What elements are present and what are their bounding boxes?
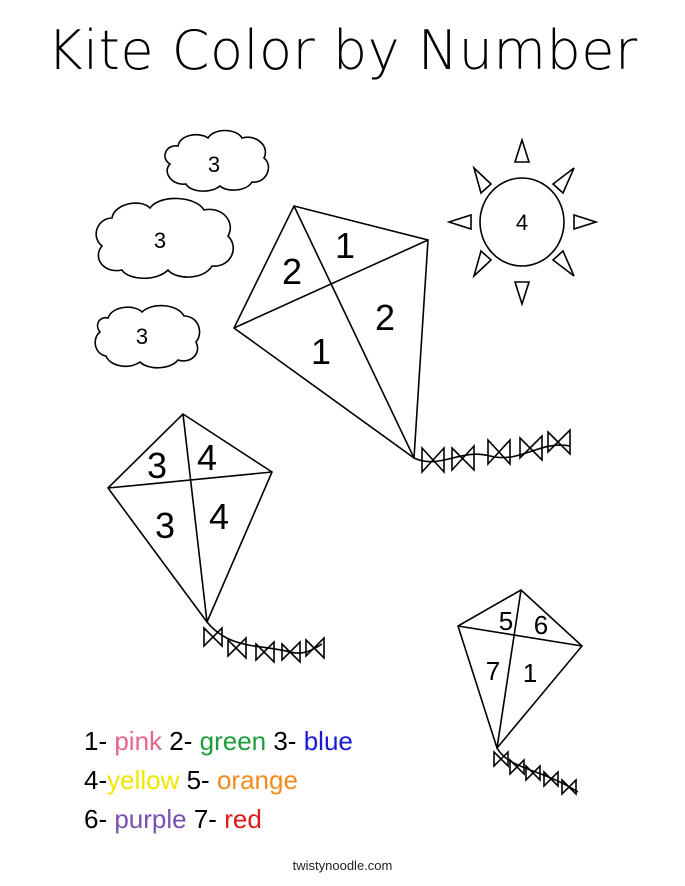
legend-color-name: blue (303, 726, 353, 756)
legend-number: 2- (162, 726, 200, 756)
legend-color-name: yellow (107, 765, 180, 795)
legend-number: 6- (84, 804, 115, 834)
legend-color-name: pink (114, 726, 163, 756)
legend-number: 1- (84, 726, 115, 756)
legend-number: 7- (186, 804, 225, 834)
small-kite-number-1: 5 (499, 606, 513, 636)
legend-color-name: orange (216, 765, 298, 795)
legend-row: 4-yellow 5- orange (84, 761, 353, 800)
big-kite-number-2: 2 (282, 251, 302, 292)
legend-color-name: purple (114, 804, 187, 834)
middle-kite-number-3: 3 (155, 505, 175, 546)
site-credit: twistynoodle.com (292, 858, 393, 873)
middle-kite: 3 4 3 4 (106, 412, 325, 664)
sun-number: 4 (516, 210, 528, 235)
legend-number: 4- (84, 765, 108, 795)
sun: 4 (446, 137, 599, 307)
cloud-middle: 3 (95, 197, 234, 280)
big-kite-number-1: 1 (335, 225, 355, 266)
big-kite: 1 2 2 1 (232, 205, 571, 475)
big-kite-number-3: 2 (375, 297, 395, 338)
small-kite: 5 6 7 1 (457, 589, 584, 796)
small-kite-number-4: 1 (523, 658, 537, 688)
cloud-bottom: 3 (94, 304, 201, 369)
cloud-top-number: 3 (208, 152, 220, 177)
middle-kite-number-4: 4 (209, 496, 229, 537)
cloud-middle-number: 3 (154, 228, 166, 253)
legend-color-name: green (199, 726, 267, 756)
middle-kite-number-1: 3 (147, 445, 167, 486)
small-kite-number-2: 6 (534, 610, 548, 640)
cloud-top: 3 (164, 129, 270, 192)
middle-kite-number-2: 4 (197, 437, 217, 478)
page-title: Kite Color by Number (47, 19, 638, 82)
legend-color-name: red (224, 804, 262, 834)
legend-number: 5- (179, 765, 217, 795)
legend-row: 6- purple 7- red (84, 800, 353, 839)
big-kite-number-4: 1 (311, 331, 331, 372)
legend-number: 3- (266, 726, 304, 756)
legend-row: 1- pink 2- green 3- blue (84, 722, 353, 761)
cloud-bottom-number: 3 (136, 324, 148, 349)
small-kite-number-3: 7 (486, 656, 500, 686)
